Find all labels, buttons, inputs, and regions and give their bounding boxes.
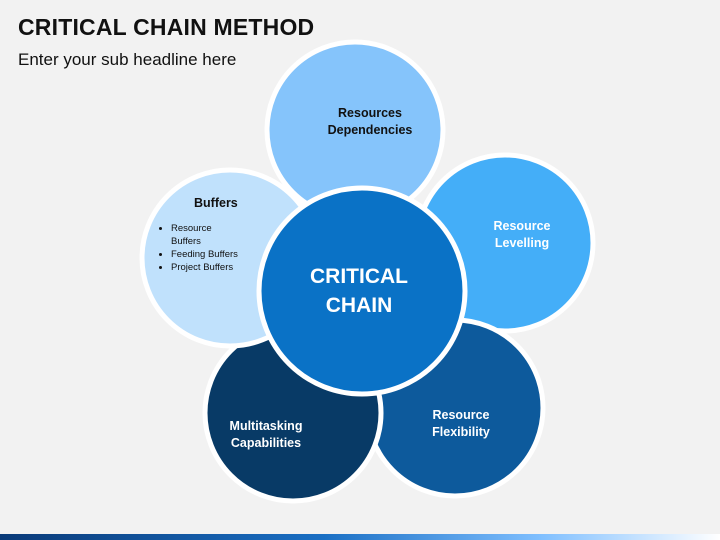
buffers-list-item: Project Buffers	[171, 261, 270, 274]
resources-dependencies-line1: Resources	[338, 106, 402, 120]
resource-levelling-line2: Levelling	[494, 236, 550, 250]
multitasking-line2: Capabilities	[230, 436, 302, 450]
multitasking-line1: Multitasking	[229, 419, 303, 433]
buffers-list-item: Feeding Buffers	[171, 248, 270, 261]
center-label-line2: CHAIN	[325, 294, 393, 317]
center-label-line1: CRITICAL	[310, 265, 408, 288]
resource-flexibility-line2: Flexibility	[432, 425, 490, 439]
buffers-list-item: Resource Buffers	[171, 222, 227, 248]
page-title: CRITICAL CHAIN METHOD	[18, 14, 315, 40]
page-subtitle: Enter your sub headline here	[18, 50, 237, 69]
resources-dependencies-line2: Dependencies	[327, 123, 413, 137]
buffers-title: Buffers	[194, 196, 238, 210]
center-label: CRITICAL CHAIN	[279, 262, 439, 320]
resource-flexibility-label: Resource Flexibility	[411, 407, 511, 441]
resource-flexibility-line1: Resource	[432, 408, 490, 422]
resource-levelling-label: Resource Levelling	[472, 218, 572, 252]
resources-dependencies-label: Resources Dependencies	[295, 105, 445, 139]
multitasking-label: Multitasking Capabilities	[206, 418, 326, 452]
bottom-accent-bar	[0, 534, 720, 540]
center-circle	[256, 185, 468, 397]
resource-levelling-line1: Resource	[493, 219, 551, 233]
buffers-content: Buffers Resource Buffers Feeding Buffers…	[150, 196, 270, 274]
buffers-list: Resource Buffers Feeding Buffers Project…	[150, 222, 270, 274]
